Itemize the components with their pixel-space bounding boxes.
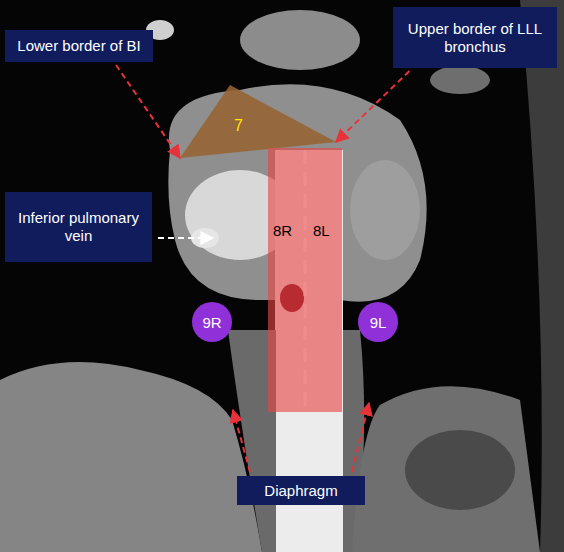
leader-arrow (158, 237, 213, 239)
label-text: Diaphragm (264, 482, 337, 500)
station-number: 8L (313, 222, 330, 239)
vessel (240, 10, 360, 70)
stomach-lumen (405, 430, 515, 510)
stomach (352, 386, 540, 552)
callout-box: Inferior pulmonary vein (5, 192, 152, 262)
inferior-pulmonary-vein (191, 228, 219, 248)
leader-arrow (336, 71, 409, 142)
station-number: 8R (273, 222, 292, 239)
station-band: 8R 8L (268, 148, 342, 412)
leader-arrow (352, 403, 369, 472)
callout-box: Upper border of LLL bronchus (393, 7, 557, 68)
station-number: 9R (202, 314, 221, 331)
label-text: Lower border of BI (17, 37, 140, 55)
callout-box: Lower border of BI (5, 30, 153, 62)
leader-arrow (233, 410, 250, 472)
liver (0, 362, 262, 552)
station-number: 9L (370, 314, 387, 331)
lung-hilum (350, 160, 420, 260)
station-number: 7 (234, 117, 243, 135)
station-circle: 9R (192, 302, 232, 342)
label-text: Upper border of LLL bronchus (401, 20, 549, 56)
callout-box: Diaphragm (237, 476, 365, 505)
vessel (430, 66, 490, 94)
station-circle: 9L (358, 302, 398, 342)
label-text: Inferior pulmonary vein (13, 209, 144, 245)
leader-arrow (116, 65, 180, 158)
